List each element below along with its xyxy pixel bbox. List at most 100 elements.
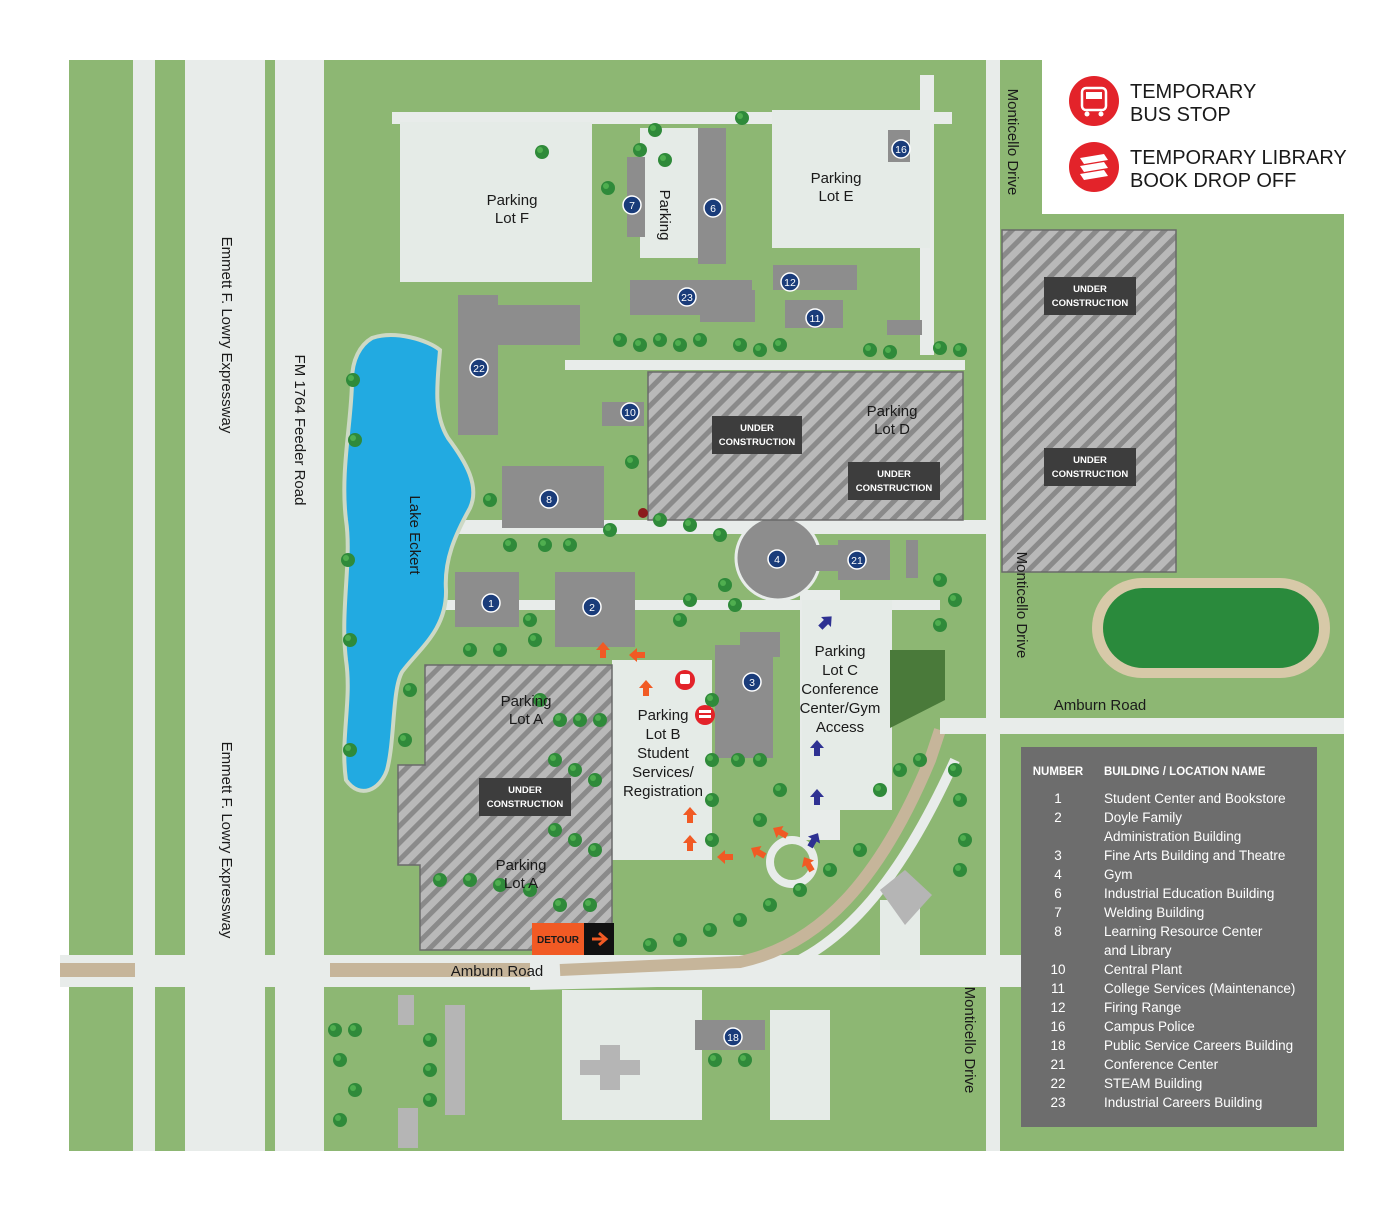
svg-text:21: 21 [1050,1057,1065,1072]
monticello-drive [986,60,1000,1151]
svg-text:Student Center and Bookstore: Student Center and Bookstore [1104,791,1286,806]
amburn-road-label-east: Amburn Road [1054,697,1147,714]
uc-label-5: UNDER CONSTRUCTION [479,778,571,816]
svg-text:UNDER: UNDER [508,785,542,796]
svg-text:2: 2 [589,602,595,614]
svg-text:Industrial Careers Building: Industrial Careers Building [1104,1095,1262,1110]
svg-text:6: 6 [1054,886,1062,901]
svg-text:1: 1 [488,598,494,610]
svg-text:DETOUR: DETOUR [537,935,580,946]
amburn-road-east [940,718,1344,734]
svg-text:Parking: Parking [656,190,673,241]
building-marker-11: 11 [805,308,825,328]
svg-text:6: 6 [710,203,716,215]
svg-text:Fine Arts Building and Theatre: Fine Arts Building and Theatre [1104,848,1285,863]
svg-text:College Services (Maintenance): College Services (Maintenance) [1104,981,1295,996]
lake-label: Lake Eckert [406,495,423,575]
svg-text:16: 16 [895,144,907,156]
svg-text:4: 4 [774,554,780,566]
svg-text:UNDER: UNDER [1073,455,1107,466]
svg-text:3: 3 [749,677,755,689]
parking-lot-f [400,122,592,282]
building-marker-16: 16 [891,139,911,159]
svg-text:UNDER: UNDER [1073,284,1107,295]
building-marker-12: 12 [780,272,800,292]
svg-text:Industrial Education Building: Industrial Education Building [1104,886,1274,901]
building-marker-10: 10 [620,402,640,422]
building-marker-8: 8 [539,489,559,509]
svg-text:23: 23 [681,292,693,304]
building-marker-23: 23 [677,287,697,307]
uc-label-1: UNDER CONSTRUCTION [712,416,802,454]
parking-lot-b [612,660,712,860]
svg-text:11: 11 [1051,981,1065,996]
expressway-label-bottom: Emmett F. Lowry Expressway [218,742,235,939]
parking-label: Parking [656,190,673,241]
svg-text:7: 7 [1054,905,1062,920]
svg-text:CONSTRUCTION: CONSTRUCTION [856,483,933,494]
svg-text:1: 1 [1054,791,1062,806]
table-row: 11 College Services (Maintenance) [1051,981,1295,996]
svg-text:10: 10 [624,407,636,419]
svg-text:CONSTRUCTION: CONSTRUCTION [487,799,564,810]
building-marker-7: 7 [622,195,642,215]
svg-text:7: 7 [629,200,635,212]
building-marker-6: 6 [703,198,723,218]
svg-text:Firing Range: Firing Range [1104,1000,1181,1015]
monticello-label-bottom: Monticello Drive [961,987,978,1094]
svg-text:21: 21 [851,555,863,567]
svg-text:Gym: Gym [1104,867,1133,882]
svg-text:4: 4 [1054,867,1062,882]
feeder-road [308,60,324,1151]
svg-text:12: 12 [784,277,796,289]
building-marker-22: 22 [469,358,489,378]
detour-sign: DETOUR [532,923,614,955]
svg-text:18: 18 [727,1032,739,1044]
svg-text:UNDER: UNDER [877,469,911,480]
table-row: 18 Public Service Careers Building [1050,1038,1293,1053]
svg-text:CONSTRUCTION: CONSTRUCTION [1052,469,1129,480]
svg-text:11: 11 [810,313,821,325]
uc-label-4: UNDER CONSTRUCTION [1044,448,1136,486]
svg-text:16: 16 [1050,1019,1065,1034]
table-header-number: NUMBER [1033,766,1084,778]
building-marker-3: 3 [742,672,762,692]
svg-text:8: 8 [1054,924,1062,939]
bus-stop-map-icon [675,670,695,690]
svg-text:18: 18 [1050,1038,1065,1053]
svg-text:CONSTRUCTION: CONSTRUCTION [719,437,796,448]
svg-text:Public Service Careers Buildin: Public Service Careers Building [1104,1038,1293,1053]
monticello-label-mid: Monticello Drive [1013,552,1030,659]
svg-text:UNDER: UNDER [740,423,774,434]
svg-text:Conference Center: Conference Center [1104,1057,1219,1072]
building-marker-18: 18 [723,1027,743,1047]
book-drop-map-icon [695,705,715,725]
svg-text:2: 2 [1054,810,1062,825]
table-row: 6 Industrial Education Building [1054,886,1274,901]
table-row: 1 Student Center and Bookstore [1054,791,1285,806]
svg-text:3: 3 [1054,848,1062,863]
svg-text:Central Plant: Central Plant [1104,962,1182,977]
